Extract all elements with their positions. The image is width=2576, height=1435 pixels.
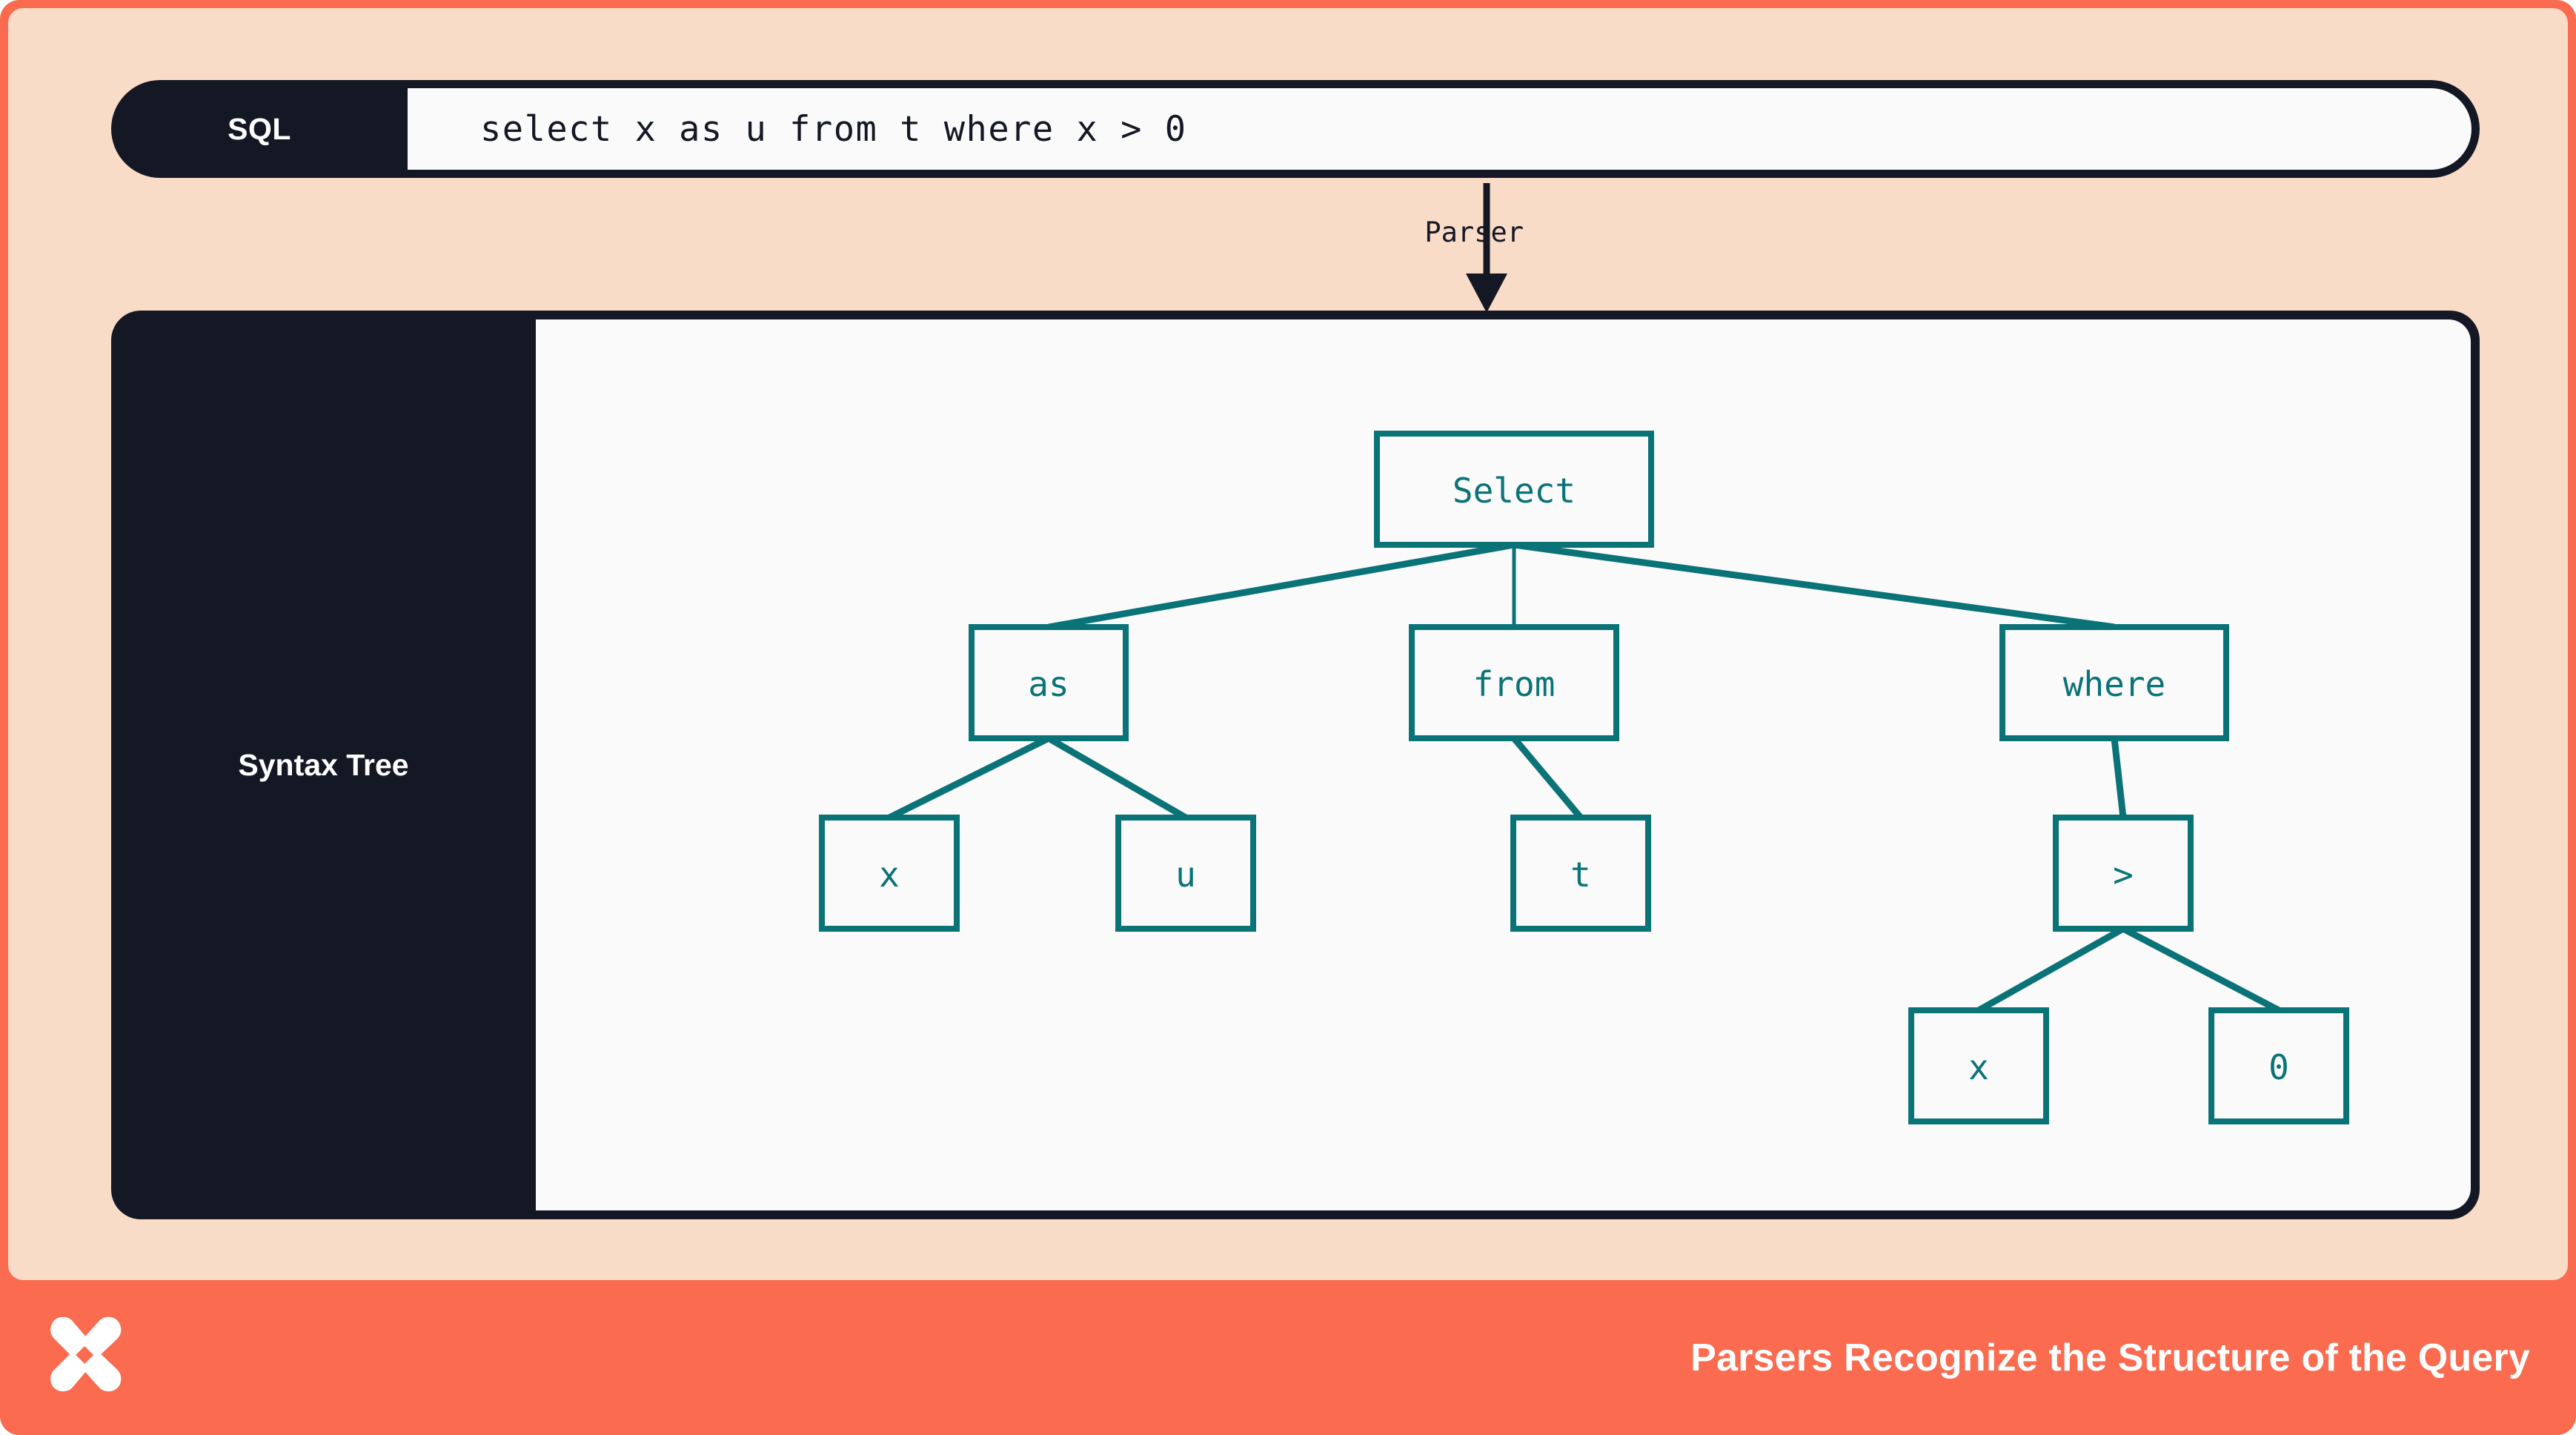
- tree-node-label: u: [1175, 855, 1196, 895]
- tree-node-box: [1115, 815, 1256, 932]
- tree-node-box: [819, 815, 960, 932]
- tree-edge: [2111, 738, 2127, 818]
- sql-query-field[interactable]: select x as u from t where x > 0: [408, 88, 2472, 170]
- tree-node-gt_x[interactable]: x: [1908, 1007, 2049, 1124]
- tree-edge: [1046, 735, 1188, 821]
- parser-arrow-group: Parser: [1309, 183, 1568, 313]
- tree-node-select[interactable]: Select: [1374, 431, 1654, 548]
- tree-node-from_t[interactable]: t: [1510, 815, 1651, 932]
- four-point-star-logo-icon: [50, 1316, 122, 1392]
- tree-edge: [887, 735, 1051, 821]
- tree-node-gt_0[interactable]: 0: [2208, 1007, 2349, 1124]
- tree-node-box: [2053, 815, 2194, 932]
- tree-node-as_u[interactable]: u: [1115, 815, 1256, 932]
- tree-node-label: >: [2113, 855, 2134, 895]
- tree-node-label: x: [879, 855, 900, 895]
- tree-node-label: from: [1473, 664, 1556, 704]
- parser-arrow-label: Parser: [1424, 216, 1524, 248]
- tree-node-from[interactable]: from: [1409, 624, 1619, 741]
- tree-edge-layer: [887, 541, 2281, 1013]
- tree-node-label: Select: [1453, 471, 1576, 511]
- syntax-tree-panel: Syntax Tree Select as from where x u t > x 0: [111, 311, 2480, 1219]
- syntax-tree-canvas: Select as from where x u t > x 0: [536, 319, 2471, 1210]
- tree-node-as[interactable]: as: [969, 624, 1129, 741]
- tree-node-label: as: [1028, 664, 1069, 704]
- tree-node-box: [1999, 624, 2229, 741]
- tree-node-box: [1908, 1007, 2049, 1124]
- tree-edge: [1976, 926, 2125, 1013]
- tree-node-box: [1374, 431, 1654, 548]
- tree-node-label: where: [2063, 664, 2165, 704]
- tree-edge: [1511, 736, 1584, 820]
- sql-query-text: select x as u from t where x > 0: [480, 108, 1187, 150]
- tree-node-as_x[interactable]: x: [819, 815, 960, 932]
- tree-node-where[interactable]: where: [1999, 624, 2229, 741]
- tree-node-layer: Select as from where x u t > x 0: [819, 431, 2349, 1124]
- sql-bar: SQL select x as u from t where x > 0: [111, 80, 2480, 178]
- sql-label: SQL: [228, 111, 291, 146]
- tree-node-box: [1510, 815, 1651, 932]
- footer-bar: Parsers Recognize the Structure of the Q…: [0, 1280, 2576, 1435]
- tree-edge: [1048, 541, 1515, 631]
- tree-edge: [2121, 926, 2281, 1013]
- tree-node-label: x: [1968, 1047, 1989, 1087]
- footer-caption: Parsers Recognize the Structure of the Q…: [1690, 1336, 2530, 1379]
- syntax-tree-graph: Select as from where x u t > x 0: [819, 431, 2349, 1124]
- tree-node-box: [2208, 1007, 2349, 1124]
- tree-node-box: [1409, 624, 1619, 741]
- syntax-tree-label: Syntax Tree: [238, 747, 409, 782]
- content-panel: SQL select x as u from t where x > 0 Par…: [8, 8, 2568, 1280]
- tree-edge: [1513, 541, 2115, 631]
- arrow-down-icon: [1466, 183, 1507, 313]
- tree-node-label: t: [1570, 855, 1591, 895]
- tree-node-gt[interactable]: >: [2053, 815, 2194, 932]
- tree-node-label: 0: [2268, 1047, 2289, 1087]
- tree-node-box: [969, 624, 1129, 741]
